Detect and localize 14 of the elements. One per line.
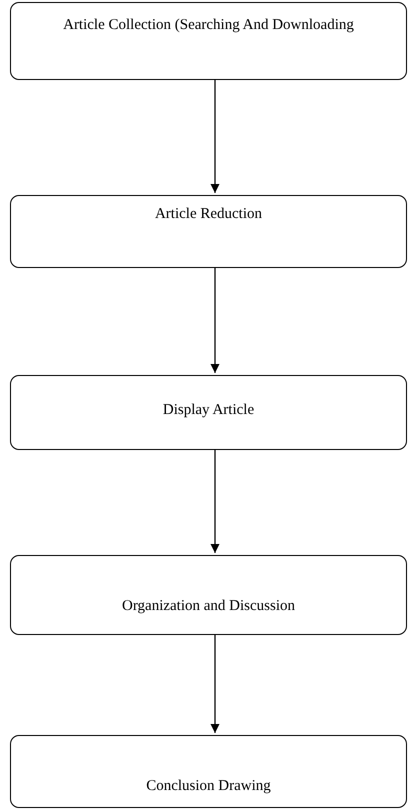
arrow	[210, 80, 220, 193]
process-box	[10, 375, 407, 450]
process-box	[10, 2, 407, 80]
arrow	[210, 635, 220, 733]
process-box	[10, 735, 407, 808]
process-box	[10, 555, 407, 635]
arrow	[210, 268, 220, 373]
box-label: Article Collection (Searching And Downloading	[62, 16, 355, 35]
arrow	[210, 450, 220, 553]
box-label: Article Reduction	[154, 205, 264, 224]
box-label: Conclusion Drawing	[145, 777, 272, 796]
box-label: Organization and Discussion	[120, 597, 296, 616]
box-label: Display Article	[162, 401, 256, 420]
process-box	[10, 195, 407, 268]
